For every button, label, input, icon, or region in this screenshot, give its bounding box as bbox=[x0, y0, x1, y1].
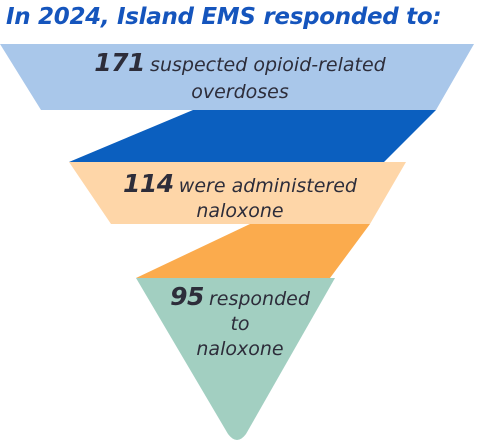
stage-3-text-line1: responded bbox=[208, 288, 310, 310]
stage-3-triangle bbox=[136, 278, 335, 440]
connector-orange bbox=[136, 224, 370, 278]
page-title: In 2024, Island EMS responded to: bbox=[6, 4, 442, 30]
stage-1-label: 171 suspected opioid-related overdoses bbox=[40, 50, 440, 106]
stage-2-band bbox=[69, 162, 406, 224]
stage-2-text-line1: were administered bbox=[178, 175, 357, 197]
stage-2-text-line2: naloxone bbox=[196, 200, 284, 222]
stage-3-text-line3: naloxone bbox=[196, 338, 284, 360]
connector-blue bbox=[69, 110, 436, 162]
stage-3-label: 95 responded to naloxone bbox=[150, 282, 330, 362]
stage-1-number: 171 bbox=[94, 48, 145, 77]
stage-2-number: 114 bbox=[123, 169, 174, 198]
stage-3-number: 95 bbox=[170, 282, 204, 311]
stage-1-text-line2: overdoses bbox=[191, 81, 289, 103]
stage-3-text-line2: to bbox=[230, 313, 250, 335]
stage-2-label: 114 were administered naloxone bbox=[90, 169, 390, 224]
stage-1-band bbox=[0, 44, 474, 110]
stage-1-text-line1: suspected opioid-related bbox=[150, 54, 386, 76]
